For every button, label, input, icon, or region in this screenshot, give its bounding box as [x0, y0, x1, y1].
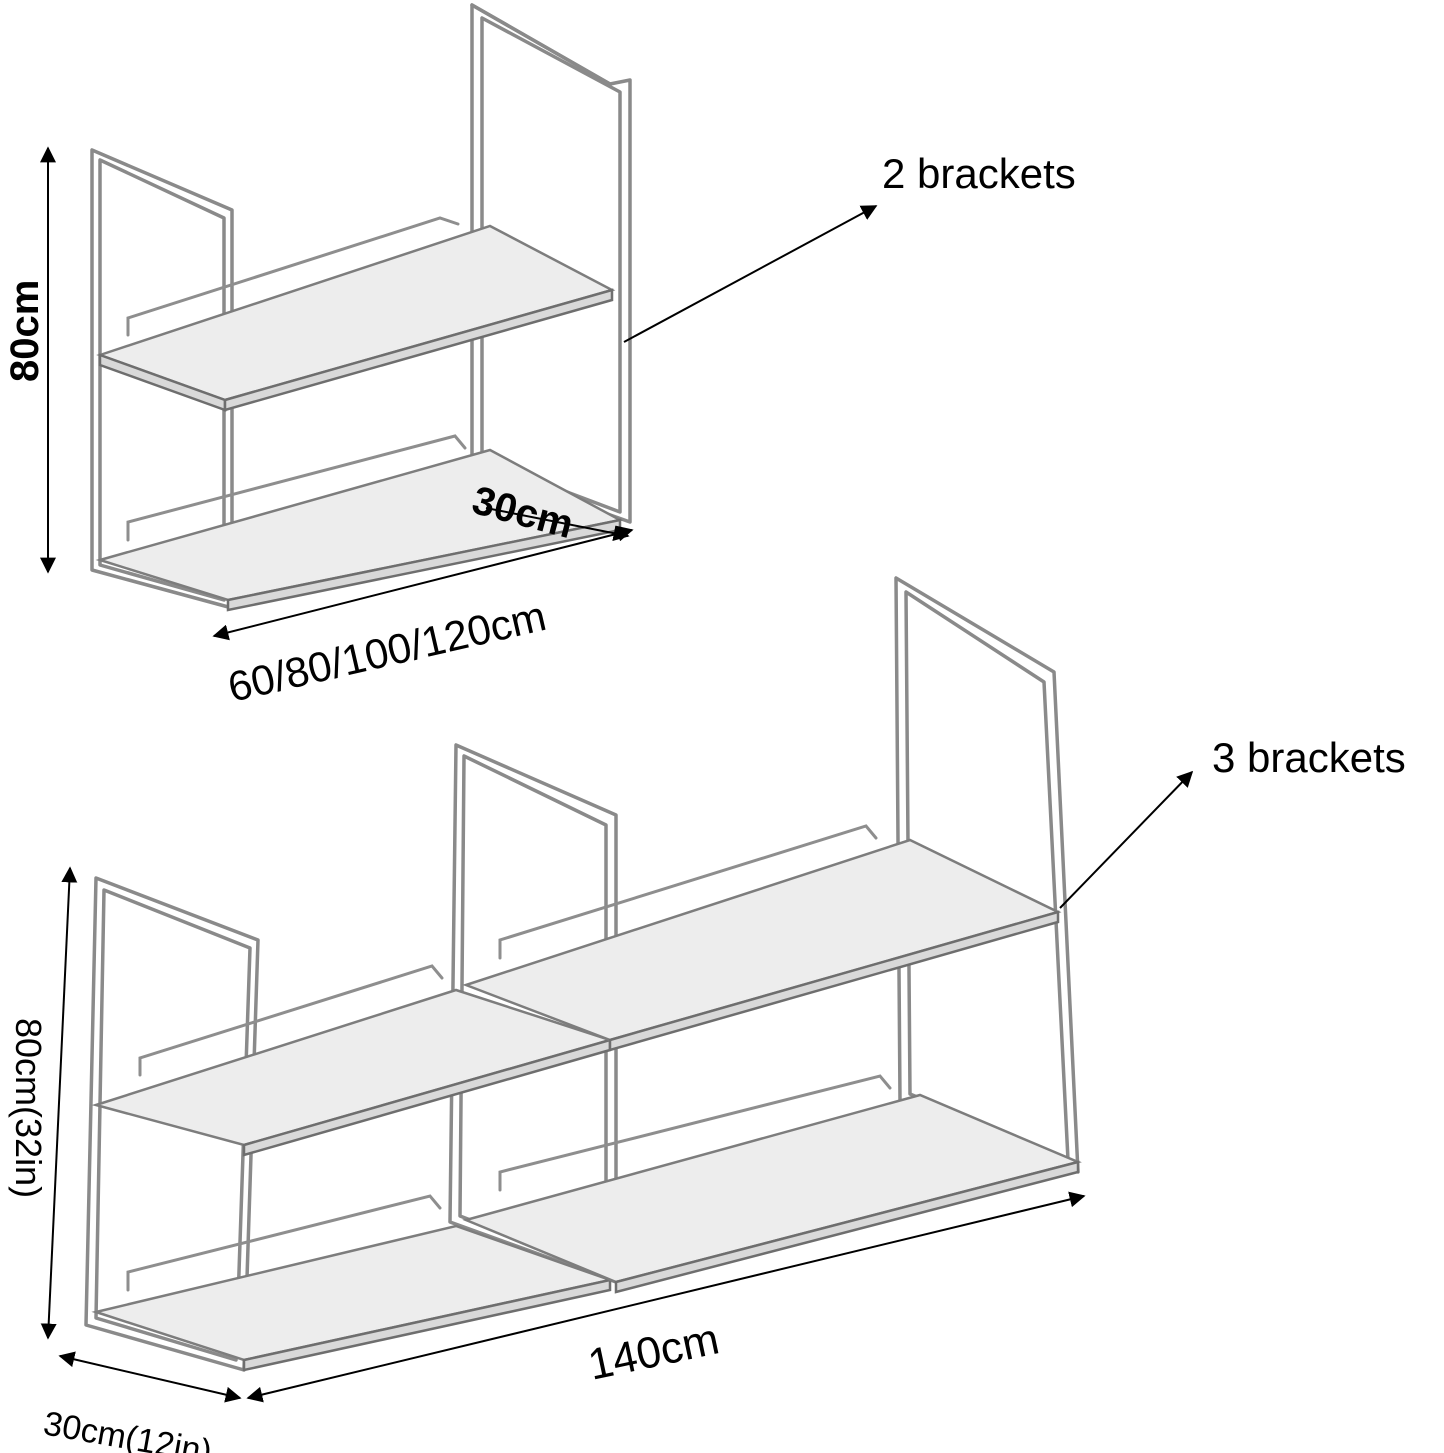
- bottom-width-label: 140cm: [584, 1314, 723, 1389]
- bottom-dimension-lines: [40, 770, 1194, 1403]
- top-height-label: 80cm: [3, 280, 47, 382]
- top-dimension-lines: [40, 146, 878, 641]
- bottom-height-label: 80cm(32in): [8, 1018, 49, 1198]
- top-callout-label: 2 brackets: [882, 150, 1076, 197]
- bottom-depth-label: 30cm(12in): [41, 1404, 215, 1453]
- bottom-callout-label: 3 brackets: [1212, 734, 1406, 781]
- top-width-label: 60/80/100/120cm: [223, 592, 550, 711]
